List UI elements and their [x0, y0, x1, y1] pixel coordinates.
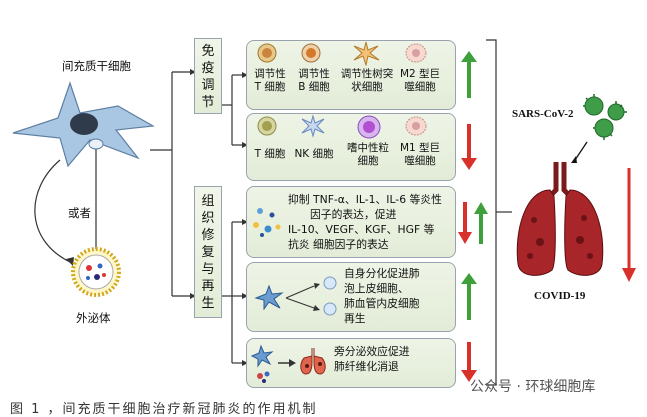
treg-b-cell-label: 调节性 B 细胞	[294, 68, 334, 94]
repair-char: 修	[201, 228, 215, 243]
immune-char: 调	[201, 78, 215, 93]
figure-caption: 图 1 ，间充质干细胞治疗新冠肺炎的作用机制	[10, 402, 318, 417]
cell-line: 噬细胞	[404, 155, 436, 167]
differentiation-text: 自身分化促进肺 泡上皮细胞、 肺血管内皮细胞 再生	[344, 266, 452, 326]
repair-char: 生	[201, 296, 215, 311]
down-arrow-icon	[622, 168, 636, 282]
up-arrow-icon	[461, 51, 477, 98]
exosome-icon	[71, 247, 121, 297]
text-line: 自身分化促进肺	[344, 267, 420, 280]
tissue-repair-box: 组 织 修 复 与 再 生	[194, 186, 222, 318]
lungs-icon	[516, 162, 604, 276]
cell-line: 嗜中性粒	[347, 142, 389, 154]
cell-line: B 细胞	[298, 81, 330, 93]
or-label: 或者	[68, 205, 91, 221]
text-line: 再生	[344, 312, 366, 325]
up-arrow-icon	[461, 273, 477, 320]
cell-line: M2 型巨	[399, 68, 441, 80]
stem-cell-label: 间充质干细胞	[62, 59, 131, 73]
cytokine-dots-icon	[253, 208, 281, 237]
paracrine-text: 旁分泌效应促进 肺纤维化消退	[334, 344, 450, 374]
m2-macrophage-label: M2 型巨 噬细胞	[398, 68, 442, 94]
treg-b-cell-icon	[301, 43, 321, 63]
text-line: IL-10、VEGF、KGF、HGF 等	[288, 223, 435, 236]
cell-line: 调节性树突	[340, 68, 394, 80]
cell-line: M1 型巨	[399, 142, 441, 154]
t-cell-icon	[257, 116, 277, 136]
dendritic-cell-icon	[353, 41, 380, 66]
repair-char: 织	[201, 211, 215, 226]
down-arrow-icon	[458, 202, 472, 244]
differentiation-panel	[246, 262, 456, 332]
text-line: 抗炎 细胞因子的表达	[288, 238, 389, 251]
up-arrow-icon	[474, 202, 488, 244]
text-line: 肺血管内皮细胞	[344, 297, 420, 310]
treg-t-cell-icon	[257, 43, 277, 63]
right-arrow	[278, 359, 296, 367]
text-line: 泡上皮细胞、	[344, 282, 409, 295]
paracrine-cells-icon	[250, 344, 274, 383]
immune-char: 免	[201, 44, 215, 59]
down-arrow-icon	[461, 342, 477, 382]
repair-char: 再	[201, 279, 215, 294]
virus-icon	[583, 94, 627, 140]
cell-line: 调节性	[254, 68, 286, 80]
down-arrow-icon	[461, 124, 477, 170]
dendritic-cell-label: 调节性树突 状细胞	[336, 68, 398, 94]
endothelial-cell-icon	[323, 302, 337, 316]
repair-char: 与	[201, 262, 215, 277]
immune-char: 疫	[201, 61, 215, 76]
repair-char: 组	[201, 194, 215, 209]
nk-cell-icon	[301, 114, 325, 138]
anti-inflammation-panel	[246, 186, 456, 258]
m2-macrophage-icon	[405, 43, 427, 63]
immune-char: 节	[201, 95, 215, 110]
lung-small-icon	[300, 348, 326, 375]
disease-label: COVID-19	[534, 290, 586, 302]
stem-cell-small-icon	[254, 284, 284, 310]
neutrophil-icon	[357, 115, 381, 139]
epithelial-cell-icon	[323, 276, 337, 290]
cell-line: T 细胞	[254, 148, 286, 160]
text-line: 旁分泌效应促进	[334, 345, 410, 358]
m1-macrophage-label: M1 型巨 噬细胞	[398, 142, 442, 168]
text-line: 肺纤维化消退	[334, 360, 399, 373]
cell-line: 调节性	[298, 68, 330, 80]
t-cell-label: T 细胞	[250, 148, 290, 161]
cell-line: 细胞	[357, 155, 379, 167]
cell-line: T 细胞	[254, 81, 286, 93]
immune-regulation-box: 免 疫 调 节	[194, 38, 222, 114]
treg-t-cell-label: 调节性 T 细胞	[250, 68, 290, 94]
cell-line: 噬细胞	[404, 81, 436, 93]
neutrophil-label: 嗜中性粒 细胞	[340, 142, 396, 168]
repair-char: 复	[201, 245, 215, 260]
text-line: 抑制 TNF-α、IL-1、IL-6 等炎性	[288, 193, 442, 206]
text-line: 因子的表达，促进	[310, 208, 397, 221]
cell-line: NK 细胞	[294, 148, 334, 160]
immune-up-panel	[246, 40, 456, 110]
stem-cell-icon	[12, 81, 155, 168]
differentiation-arrows	[285, 283, 320, 311]
nk-cell-label: NK 细胞	[292, 148, 336, 161]
m1-macrophage-icon	[405, 116, 427, 136]
anti-inflammation-text: 抑制 TNF-α、IL-1、IL-6 等炎性 因子的表达，促进 IL-10、VE…	[288, 192, 452, 252]
virus-label: SARS-CoV-2	[512, 108, 574, 120]
cell-line: 状细胞	[351, 81, 383, 93]
exosome-label: 外泌体	[76, 311, 111, 325]
watermark: 公众号 · 环球细胞库	[470, 379, 596, 395]
